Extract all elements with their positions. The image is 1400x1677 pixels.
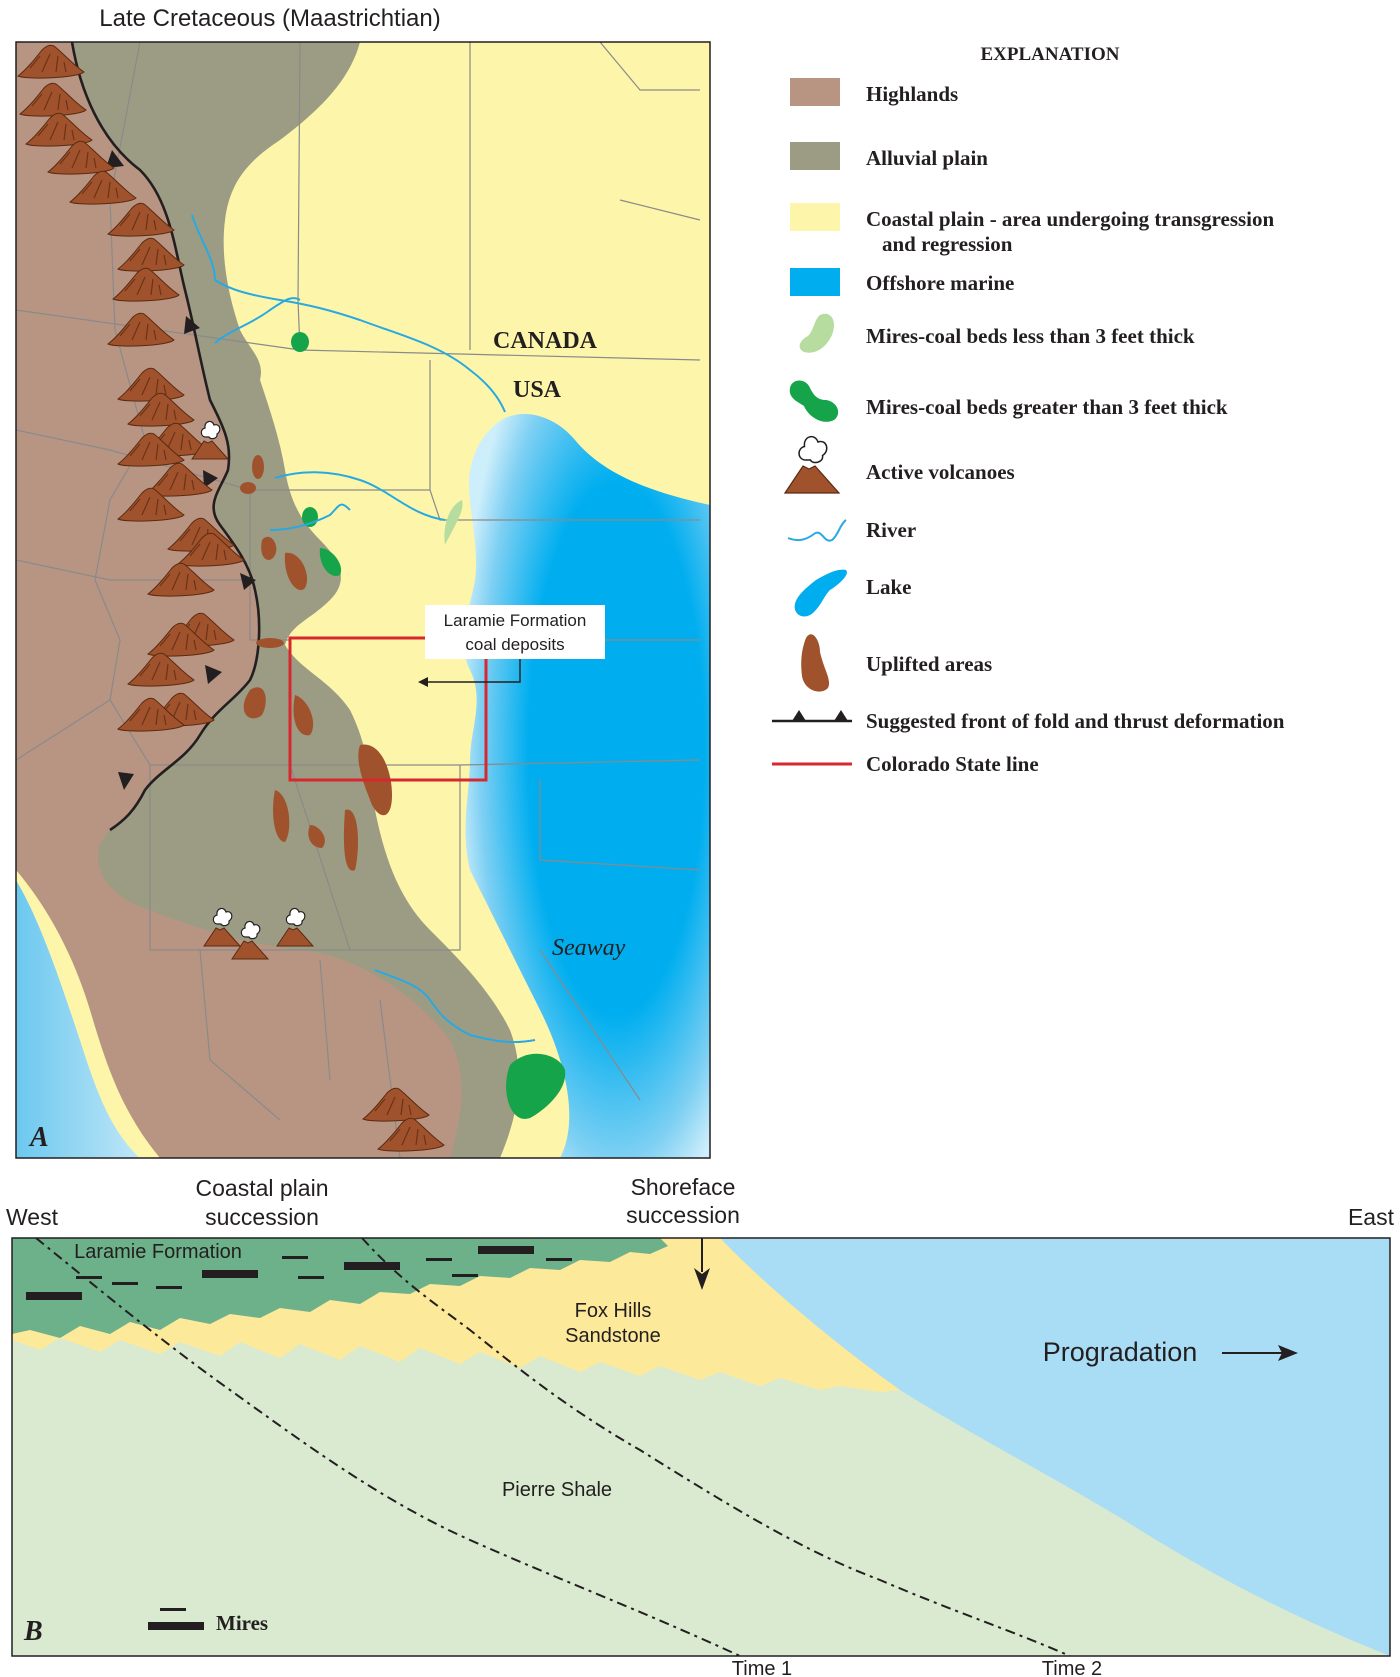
- time-line-1: [35, 1238, 741, 1656]
- panel-a-title: Late Cretaceous (Maastrichtian): [99, 5, 440, 32]
- legend-label-mires-thick: Mires-coal beds greater than 3 feet thic…: [866, 395, 1228, 419]
- legend-lake-icon: [794, 569, 847, 617]
- legend-swatch-highlands: [790, 78, 840, 106]
- laramie-callout: Laramie Formation coal deposits: [418, 605, 605, 687]
- legend-label-uplifted: Uplifted areas: [866, 652, 992, 676]
- interior-seaway: [463, 413, 710, 1158]
- legend: EXPLANATION Highlands Alluvial plain Coa…: [772, 44, 1285, 776]
- canada-label: CANADA: [493, 328, 598, 354]
- coastal-succession-line2: succession: [205, 1204, 319, 1230]
- legend-swatch-mires-thin: [799, 313, 835, 353]
- legend-swatch-offshore-marine: [790, 268, 840, 296]
- legend-river-icon: [787, 519, 847, 542]
- west-label: West: [6, 1204, 59, 1230]
- time-2-label: Time 2: [1042, 1658, 1102, 1677]
- mires-key-label: Mires: [216, 1611, 268, 1635]
- callout-line1: Laramie Formation: [444, 611, 587, 630]
- time-1-label: Time 1: [732, 1658, 792, 1677]
- seaway-label: Seaway: [552, 935, 626, 961]
- shoreface-arrow-icon: [694, 1238, 710, 1290]
- progradation-arrow-icon: [1222, 1345, 1298, 1361]
- panel-a-letter: A: [28, 1122, 49, 1153]
- legend-label-lake: Lake: [866, 575, 912, 599]
- rivers: [191, 214, 536, 1044]
- callout-line2: coal deposits: [465, 635, 564, 654]
- legend-label-thrust-front: Suggested front of fold and thrust defor…: [866, 709, 1285, 733]
- pierre-shale-label: Pierre Shale: [502, 1479, 612, 1501]
- mires-key: Mires: [148, 1608, 268, 1635]
- laramie-label: Laramie Formation: [74, 1241, 242, 1263]
- western-offshore-area: [16, 880, 140, 1158]
- panel-b-letter: B: [23, 1616, 43, 1647]
- legend-swatch-coastal-plain: [790, 203, 840, 231]
- thrust-front-teeth: [106, 150, 256, 790]
- legend-label-volcanoes: Active volcanoes: [866, 460, 1015, 484]
- fox-hills-label-line2: Sandstone: [565, 1325, 661, 1347]
- progradation-label: Progradation: [1043, 1337, 1198, 1367]
- legend-swatch-mires-thick: [789, 380, 839, 422]
- legend-heading: EXPLANATION: [981, 44, 1120, 65]
- map-frame: [15, 41, 711, 1159]
- time-line-2: [361, 1238, 1071, 1656]
- legend-uplift-icon: [801, 634, 830, 692]
- mire-bars: [26, 1246, 572, 1300]
- usa-label: USA: [513, 377, 562, 403]
- legend-label-alluvial-plain: Alluvial plain: [866, 146, 988, 170]
- legend-volcano-icon: [783, 435, 841, 494]
- legend-swatch-alluvial-plain: [790, 142, 840, 170]
- legend-label-offshore-marine: Offshore marine: [866, 271, 1014, 295]
- highlands-area: [16, 42, 462, 1158]
- coastal-succession-line1: Coastal plain: [196, 1175, 329, 1201]
- laramie-formation-unit: [12, 1238, 668, 1338]
- legend-label-coastal-plain-line2: and regression: [882, 232, 1013, 256]
- legend-label-colorado: Colorado State line: [866, 752, 1039, 776]
- legend-label-river: River: [866, 518, 916, 542]
- paleogeographic-map: Laramie Formation coal deposits CANADA U…: [16, 42, 710, 1158]
- shoreface-succession-line2: succession: [626, 1202, 740, 1228]
- cross-section: Laramie Formation Fox Hills Sandstone Pi…: [12, 1238, 1390, 1656]
- legend-thrust-front-icon: [772, 710, 852, 723]
- legend-label-mires-thin: Mires-coal beds less than 3 feet thick: [866, 324, 1195, 348]
- legend-label-highlands: Highlands: [866, 82, 958, 106]
- fox-hills-label-line1: Fox Hills: [575, 1300, 652, 1322]
- mires-coal-beds: [291, 332, 566, 1119]
- thrust-front-line: [70, 42, 261, 832]
- colorado-state-line: [288, 636, 488, 782]
- legend-label-coastal-plain: Coastal plain - area undergoing transgre…: [866, 207, 1274, 231]
- east-label: East: [1348, 1204, 1395, 1230]
- shoreface-succession-line1: Shoreface: [631, 1174, 736, 1200]
- western-coastal-strip: [16, 870, 160, 1158]
